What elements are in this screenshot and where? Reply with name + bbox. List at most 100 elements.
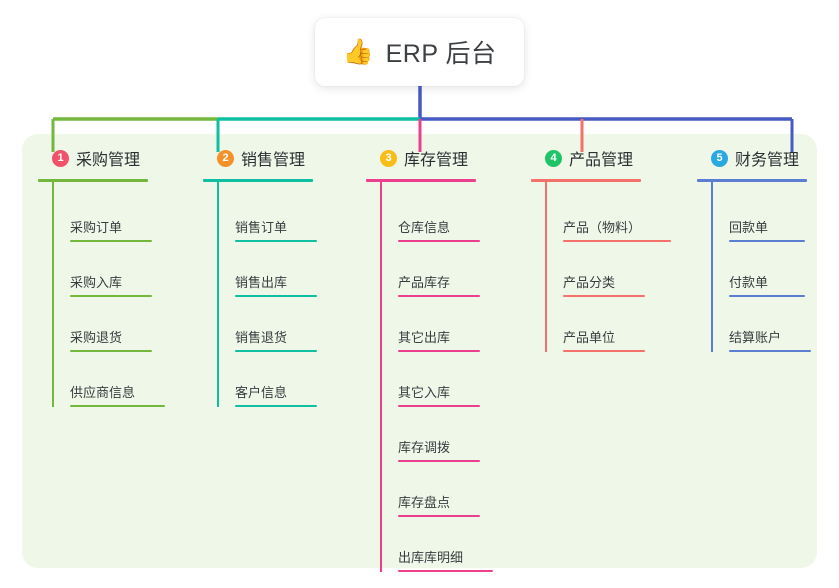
list-item-label: 采购入库: [70, 275, 123, 290]
branch-item-list: 仓库信息产品库存其它出库其它入库库存调拨库存盘点出库库明细: [366, 182, 493, 572]
list-item-rule: [235, 405, 317, 407]
list-item[interactable]: 其它入库: [380, 352, 493, 407]
list-item[interactable]: 回款单: [711, 182, 811, 242]
list-item-rule: [70, 350, 152, 352]
list-item-label: 销售退货: [235, 330, 288, 345]
list-item[interactable]: 采购入库: [52, 242, 165, 297]
branch-spine: [217, 182, 219, 407]
branch-header-库存管理[interactable]: 3 库存管理: [366, 146, 493, 170]
list-item[interactable]: 产品库存: [380, 242, 493, 297]
branch-title: 库存管理: [404, 152, 469, 169]
root-node-card[interactable]: 👍 ERP 后台: [315, 18, 524, 86]
branch-header-采购管理[interactable]: 1 采购管理: [38, 146, 165, 170]
branch-title: 采购管理: [76, 152, 141, 169]
branch-spine: [545, 182, 547, 352]
branch-number-badge: 5: [711, 149, 728, 167]
list-item-rule: [398, 405, 480, 407]
list-item[interactable]: 结算账户: [711, 297, 811, 352]
list-item-rule: [563, 295, 645, 297]
list-item[interactable]: 库存盘点: [380, 462, 493, 517]
list-item[interactable]: 付款单: [711, 242, 811, 297]
branch-header-rule: [366, 179, 476, 182]
list-item-label: 采购退货: [70, 330, 123, 345]
list-item-label: 结算账户: [729, 330, 782, 345]
list-item-rule: [70, 295, 152, 297]
list-item-label: 库存盘点: [398, 495, 451, 510]
list-item-rule: [235, 350, 317, 352]
branch-column-财务管理: 5 财务管理回款单付款单结算账户: [697, 146, 811, 352]
list-item-rule: [729, 350, 811, 352]
list-item-rule: [398, 515, 480, 517]
branch-spine: [711, 182, 713, 352]
branch-header-rule: [203, 179, 313, 182]
list-item-rule: [729, 295, 805, 297]
list-item-label: 回款单: [729, 220, 769, 235]
branch-spine: [52, 182, 54, 407]
list-item-label: 供应商信息: [70, 385, 136, 400]
list-item-rule: [398, 240, 480, 242]
list-item[interactable]: 销售退货: [217, 297, 317, 352]
list-item-rule: [563, 240, 671, 242]
branch-number-badge: 3: [380, 149, 397, 167]
list-item-label: 采购订单: [70, 220, 123, 235]
list-item-rule: [398, 350, 480, 352]
branch-header-rule: [531, 179, 641, 182]
list-item-label: 产品分类: [563, 275, 616, 290]
list-item[interactable]: 产品（物料）: [545, 182, 671, 242]
list-item-rule: [235, 295, 317, 297]
list-item[interactable]: 销售订单: [217, 182, 317, 242]
list-item-rule: [729, 240, 805, 242]
list-item-rule: [70, 405, 165, 407]
list-item-rule: [70, 240, 152, 242]
list-item-label: 其它入库: [398, 385, 451, 400]
branch-title: 产品管理: [569, 152, 634, 169]
list-item[interactable]: 库存调拨: [380, 407, 493, 462]
branch-item-list: 销售订单销售出库销售退货客户信息: [203, 182, 317, 407]
list-item-rule: [398, 460, 480, 462]
branch-item-list: 采购订单采购入库采购退货供应商信息: [38, 182, 165, 407]
list-item[interactable]: 销售出库: [217, 242, 317, 297]
list-item-rule: [235, 240, 317, 242]
thumbs-up-icon: 👍: [342, 37, 374, 66]
branch-item-list: 产品（物料） 产品分类产品单位: [531, 182, 671, 352]
list-item[interactable]: 出库库明细: [380, 517, 493, 572]
list-item-label: 销售订单: [235, 220, 288, 235]
list-item-label: 其它出库: [398, 330, 451, 345]
list-item[interactable]: 其它出库: [380, 297, 493, 352]
list-item-rule: [563, 350, 645, 352]
branch-column-采购管理: 1 采购管理采购订单采购入库采购退货供应商信息: [38, 146, 165, 407]
list-item-label: 销售出库: [235, 275, 288, 290]
branch-spine: [380, 182, 382, 572]
branch-column-库存管理: 3 库存管理仓库信息产品库存其它出库其它入库库存调拨库存盘点出库库明细: [366, 146, 493, 572]
branch-title: 销售管理: [241, 152, 306, 169]
list-item-label: 客户信息: [235, 385, 288, 400]
list-item-label: 产品（物料）: [563, 220, 642, 235]
branch-item-list: 回款单付款单结算账户: [697, 182, 811, 352]
branch-column-销售管理: 2 销售管理销售订单销售出库销售退货客户信息: [203, 146, 317, 407]
list-item-rule: [398, 295, 480, 297]
list-item[interactable]: 采购订单: [52, 182, 165, 242]
branch-header-rule: [38, 179, 148, 182]
list-item[interactable]: 仓库信息: [380, 182, 493, 242]
list-item[interactable]: 产品分类: [545, 242, 671, 297]
branch-header-财务管理[interactable]: 5 财务管理: [697, 146, 811, 170]
branch-header-销售管理[interactable]: 2 销售管理: [203, 146, 317, 170]
list-item-label: 库存调拨: [398, 440, 451, 455]
branch-number-badge: 2: [217, 149, 234, 167]
list-item-rule: [398, 570, 493, 572]
root-node-title: ERP 后台: [385, 40, 497, 68]
branch-title: 财务管理: [735, 152, 800, 169]
list-item[interactable]: 客户信息: [217, 352, 317, 407]
list-item-label: 付款单: [729, 275, 769, 290]
list-item[interactable]: 供应商信息: [52, 352, 165, 407]
list-item[interactable]: 采购退货: [52, 297, 165, 352]
branch-header-rule: [697, 179, 807, 182]
branch-number-badge: 1: [52, 149, 69, 167]
list-item[interactable]: 产品单位: [545, 297, 671, 352]
list-item-label: 仓库信息: [398, 220, 451, 235]
list-item-label: 出库库明细: [398, 550, 464, 565]
list-item-label: 产品单位: [563, 330, 616, 345]
